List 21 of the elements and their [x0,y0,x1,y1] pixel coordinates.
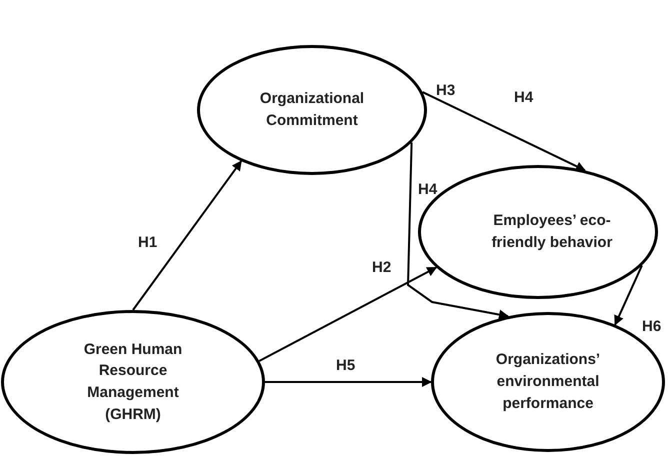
node-label: Employees’ eco-friendly behavior [490,211,614,253]
hypothesis-label: H4 [514,90,534,105]
node-label: Organizational Commitment [258,89,366,131]
node-label: Organizations’ environmental performance [494,350,602,414]
edge-label: H6 [642,319,662,334]
arrow [258,266,438,362]
arrow [406,142,509,320]
edge-label: H3 [436,83,456,98]
ellipse-node [197,45,427,175]
arrow [614,265,643,326]
ellipse-node [418,165,658,299]
edge-label: H2 [372,260,392,275]
arrow [132,160,242,311]
ellipse-node [431,312,665,452]
ellipse-node [1,310,265,454]
edge-label: H5 [336,358,356,373]
edge-label: H4 [418,182,438,197]
arrow [265,377,432,387]
node-label: Green Human Resource Management (GHRM) [82,340,184,425]
arrow [422,91,586,172]
edge-label: H1 [138,235,158,250]
